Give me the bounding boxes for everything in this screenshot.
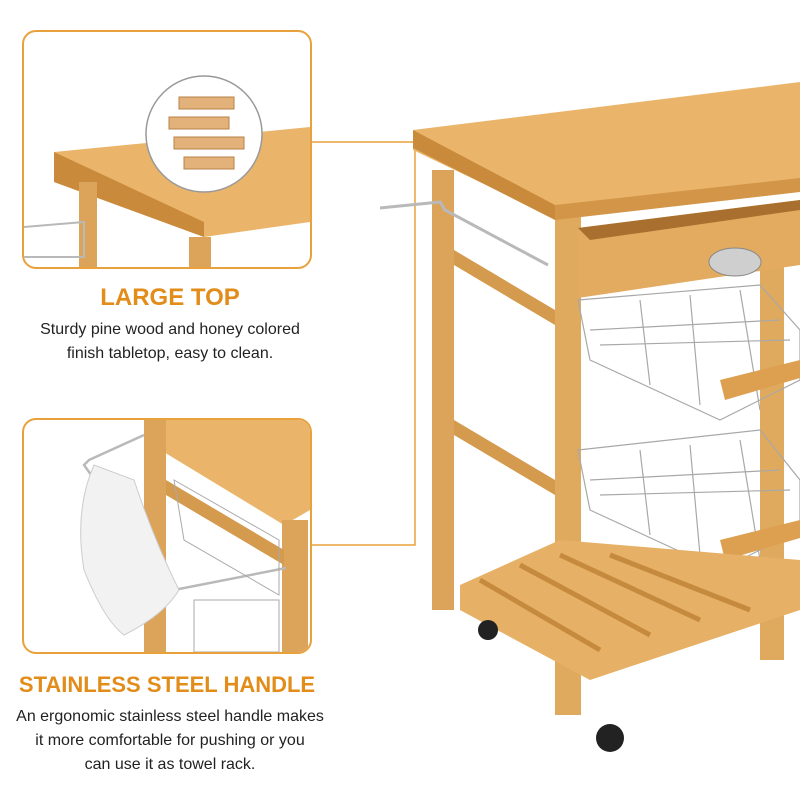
description-line: An ergonomic stainless steel handle make…	[16, 708, 324, 725]
steel-handle-inset-image	[22, 418, 312, 654]
feature-description-large-top: Sturdy pine wood and honey colored finis…	[0, 318, 340, 366]
description-line: it more comfortable for pushing or you	[35, 732, 305, 749]
steel-handle-closeup	[24, 220, 85, 258]
cart-leg-back-left	[432, 170, 454, 610]
drawer-handle-icon	[708, 247, 762, 277]
feature-title-large-top: LARGE TOP	[100, 284, 240, 311]
steel-handle-closeup	[82, 433, 287, 592]
wire-basket-lower	[577, 429, 800, 571]
caster-wheel	[596, 724, 624, 752]
caster-wheel	[478, 620, 498, 640]
description-line: finish tabletop, easy to clean.	[66, 345, 274, 362]
steel-handle	[379, 200, 549, 267]
description-line: can use it as towel rack.	[84, 756, 256, 773]
cart-bottom-shelf	[460, 540, 800, 680]
feature-title-steel-handle: STAINLESS STEEL HANDLE	[18, 672, 316, 697]
wood-grain-closeup	[145, 75, 263, 193]
feature-description-steel-handle: An ergonomic stainless steel handle make…	[0, 705, 340, 777]
large-top-inset-image	[22, 30, 312, 269]
description-line: Sturdy pine wood and honey colored	[40, 321, 300, 338]
connector-line-handle	[308, 142, 416, 546]
towel	[80, 464, 180, 636]
wire-basket-upper	[577, 284, 800, 421]
